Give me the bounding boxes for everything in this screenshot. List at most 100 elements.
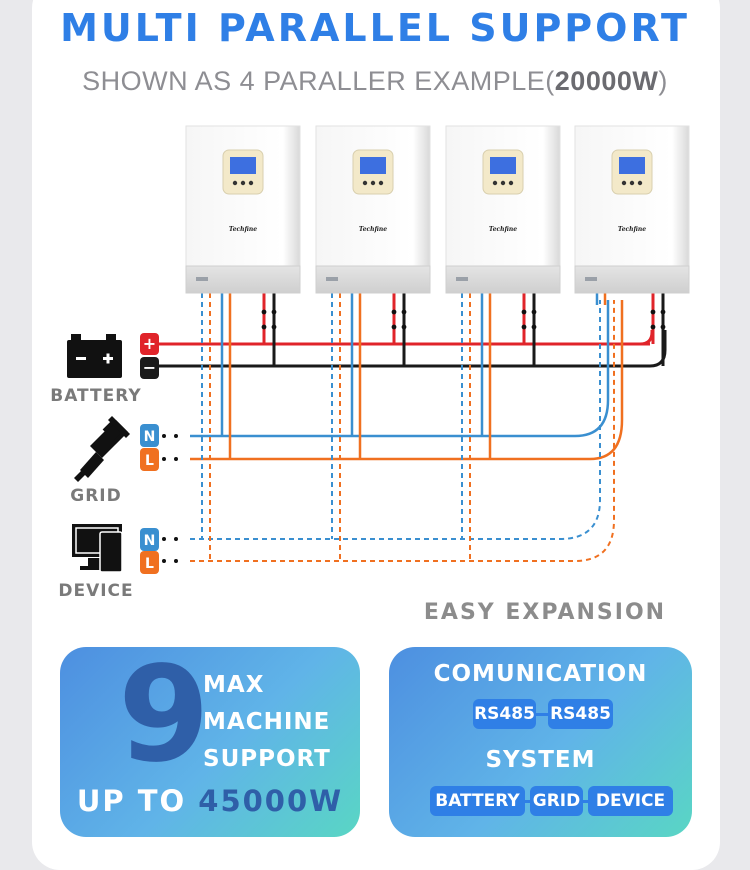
device-l-terminal xyxy=(140,551,159,574)
system-link-2 xyxy=(583,800,588,803)
rs485-link xyxy=(536,713,548,716)
inverter-button xyxy=(232,180,238,186)
inverter-lcd-screen xyxy=(230,157,256,174)
breaker-dot xyxy=(271,309,277,315)
battery-positive-terminal xyxy=(140,333,159,355)
battery-icon xyxy=(67,334,122,378)
device-neutral-bus xyxy=(190,300,601,540)
inverter-units: Techfine Techfine Techfine Techfine xyxy=(185,125,690,294)
inverter-button xyxy=(629,180,635,186)
rs485-chip-2: RS485 xyxy=(548,699,613,729)
inverter-button xyxy=(362,180,368,186)
battery-label: BATTERY xyxy=(50,386,142,406)
grid-l-terminal xyxy=(140,448,159,471)
max-machine-panel xyxy=(60,647,360,837)
inverter-unit: Techfine xyxy=(185,125,301,294)
terminal-dot xyxy=(162,434,166,438)
grid-label: GRID xyxy=(70,486,122,506)
terminal-dot xyxy=(162,537,166,541)
up-to-prefix: UP TO xyxy=(76,784,199,818)
max-machine-count: 9 xyxy=(118,638,210,792)
terminal-dot xyxy=(174,457,178,461)
grid-l-label: L xyxy=(145,453,154,469)
breaker-dot xyxy=(650,309,656,315)
page-title: MULTI PARALLEL SUPPORT xyxy=(60,6,690,50)
inverter-button xyxy=(637,180,643,186)
grid-live-bus xyxy=(190,300,624,461)
battery-negative-symbol: − xyxy=(143,358,156,377)
rs485-chip-1: RS485 xyxy=(473,699,536,729)
breaker-dot xyxy=(271,324,277,330)
breaker-dot xyxy=(391,309,397,315)
system-chip-device: DEVICE xyxy=(588,786,673,816)
system-title: SYSTEM xyxy=(485,747,596,773)
breaker-dot xyxy=(531,324,537,330)
parallel-wiring-diagram: Techfine Techfine Techfine Techfine + − N L… xyxy=(67,125,690,574)
breaker-dot xyxy=(401,309,407,315)
breaker-dot xyxy=(261,324,267,330)
terminal-dot xyxy=(174,434,178,438)
inverter-button xyxy=(378,180,384,186)
inverter-body xyxy=(445,125,561,269)
inverter-body xyxy=(315,125,431,269)
inverter-body xyxy=(185,125,301,269)
inverter-button xyxy=(240,180,246,186)
inverter-button xyxy=(248,180,254,186)
plug-icon xyxy=(74,416,130,482)
up-to-power: UP TO 45000W xyxy=(60,784,360,818)
grid-neutral-bus xyxy=(190,300,610,438)
up-to-value: 45000W xyxy=(198,784,344,818)
battery-negative-bus xyxy=(159,330,667,368)
device-l-label: L xyxy=(145,556,154,572)
system-chip-grid: GRID xyxy=(530,786,583,816)
inverter-logo-mark xyxy=(326,277,338,281)
inverter-logo-mark xyxy=(196,277,208,281)
device-label: DEVICE xyxy=(58,581,134,601)
device-live-bus xyxy=(190,300,615,562)
breaker-dot xyxy=(391,324,397,330)
machine-label: MACHINE xyxy=(203,709,331,735)
page-subtitle: SHOWN AS 4 PARALLER EXAMPLE(20000W) xyxy=(0,66,750,97)
inverter-button xyxy=(370,180,376,186)
inverter-unit: Techfine xyxy=(445,125,561,294)
inverter-button xyxy=(500,180,506,186)
terminal-dot xyxy=(162,457,166,461)
breaker-dot xyxy=(660,324,666,330)
inverter-lcd-screen xyxy=(619,157,645,174)
device-n-label: N xyxy=(144,533,156,549)
breaker-dot xyxy=(521,324,527,330)
terminal-dot xyxy=(174,537,178,541)
inverter-brand: Techfine xyxy=(489,226,517,233)
subtitle-power: 20000W xyxy=(554,66,659,96)
breaker-dot xyxy=(401,324,407,330)
wiring-lines xyxy=(159,293,667,563)
breaker-dot xyxy=(261,309,267,315)
battery-negative-terminal xyxy=(140,357,159,379)
device-n-terminal xyxy=(140,528,159,551)
inverter-brand: Techfine xyxy=(359,226,387,233)
battery-positive-symbol: + xyxy=(143,334,156,353)
inverter-unit: Techfine xyxy=(574,125,690,294)
system-chip-battery: BATTERY xyxy=(430,786,525,816)
subtitle-prefix: SHOWN AS 4 PARALLER EXAMPLE( xyxy=(82,66,555,96)
breaker-dot xyxy=(521,309,527,315)
breaker-dot xyxy=(660,309,666,315)
inverter-lcd-screen xyxy=(360,157,386,174)
terminal-dot xyxy=(174,559,178,563)
grid-n-label: N xyxy=(144,429,156,445)
device-icon xyxy=(72,524,123,573)
inverter-button xyxy=(508,180,514,186)
inverter-brand: Techfine xyxy=(229,226,257,233)
inverter-button xyxy=(492,180,498,186)
breaker-dot xyxy=(531,309,537,315)
grid-n-terminal xyxy=(140,424,159,447)
breaker-dot xyxy=(650,324,656,330)
max-label: MAX xyxy=(203,672,265,698)
inverter-lcd-screen xyxy=(490,157,516,174)
terminal-dot xyxy=(162,559,166,563)
inverter-brand: Techfine xyxy=(618,226,646,233)
inverter-button xyxy=(621,180,627,186)
communication-title: COMUNICATION xyxy=(433,661,648,687)
inverter-body xyxy=(574,125,690,269)
inverter-unit: Techfine xyxy=(315,125,431,294)
